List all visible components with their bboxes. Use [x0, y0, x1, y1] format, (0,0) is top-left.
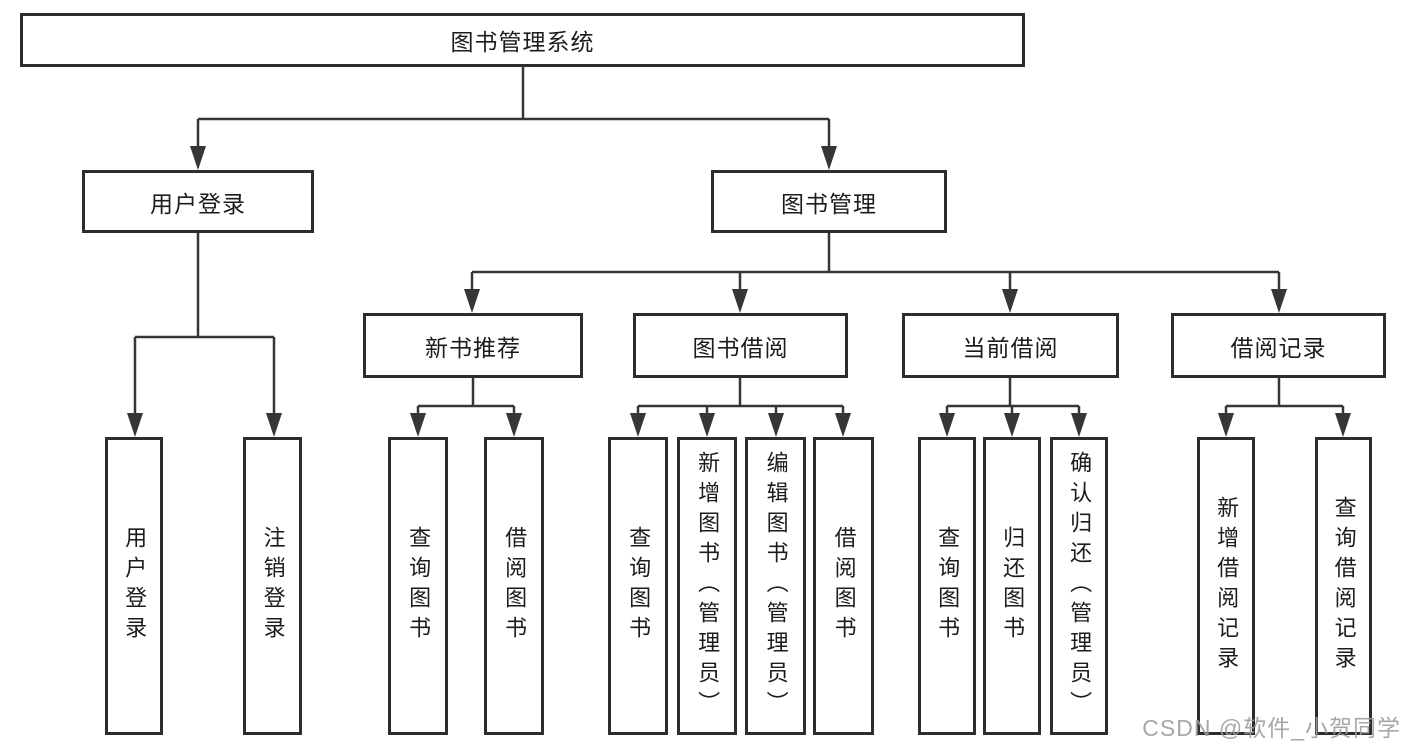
- leaf-query-books-new-book: 查询图书: [388, 437, 448, 735]
- leaf-logout-label: 注销登录: [260, 526, 286, 646]
- leaf-add-books-admin: 新增图书（管理员）: [677, 437, 737, 735]
- leaf-borrow-books-borrowing: 借阅图书: [813, 437, 874, 735]
- node-book-borrowing-label: 图书借阅: [692, 334, 789, 361]
- leaf-query-books-current-label: 查询图书: [935, 526, 961, 646]
- leaf-query-books-current: 查询图书: [918, 437, 976, 735]
- node-book-management: 图书管理: [711, 170, 947, 233]
- node-new-book-recommendation-label: 新书推荐: [425, 334, 521, 361]
- leaf-user-login: 用户登录: [105, 437, 163, 735]
- leaf-logout: 注销登录: [243, 437, 302, 735]
- leaf-add-borrowing-record: 新增借阅记录: [1197, 437, 1255, 735]
- node-borrowing-records-label: 借阅记录: [1230, 334, 1327, 361]
- leaf-edit-books-admin-label: 编辑图书（管理员）: [763, 451, 789, 721]
- node-root-system: 图书管理系统: [20, 13, 1025, 67]
- leaf-user-login-label: 用户登录: [122, 526, 148, 646]
- leaf-borrow-books-new-book-label: 借阅图书: [502, 526, 528, 646]
- node-current-borrowing: 当前借阅: [902, 313, 1119, 378]
- leaf-confirm-return-admin-label: 确认归还（管理员）: [1067, 451, 1093, 721]
- node-current-borrowing-label: 当前借阅: [962, 334, 1059, 361]
- node-borrowing-records: 借阅记录: [1171, 313, 1386, 378]
- leaf-edit-books-admin: 编辑图书（管理员）: [745, 437, 806, 735]
- leaf-add-books-admin-label: 新增图书（管理员）: [695, 451, 721, 721]
- node-root-system-label: 图书管理系统: [450, 29, 595, 55]
- leaf-query-borrowing-record: 查询借阅记录: [1315, 437, 1372, 735]
- leaf-query-books-new-book-label: 查询图书: [406, 526, 432, 646]
- leaf-query-books-borrowing: 查询图书: [608, 437, 668, 735]
- leaf-borrow-books-borrowing-label: 借阅图书: [831, 526, 857, 646]
- leaf-query-borrowing-record-label: 查询借阅记录: [1331, 496, 1357, 676]
- node-new-book-recommendation: 新书推荐: [363, 313, 583, 378]
- node-user-login-label: 用户登录: [150, 190, 246, 217]
- leaf-confirm-return-admin: 确认归还（管理员）: [1050, 437, 1108, 735]
- node-book-management-label: 图书管理: [781, 190, 877, 217]
- leaf-return-books: 归还图书: [983, 437, 1041, 735]
- node-book-borrowing: 图书借阅: [633, 313, 848, 378]
- leaf-query-books-borrowing-label: 查询图书: [626, 526, 652, 646]
- leaf-borrow-books-new-book: 借阅图书: [484, 437, 544, 735]
- leaf-return-books-label: 归还图书: [1000, 526, 1026, 646]
- csdn-watermark: CSDN @软件_小贺同学: [1142, 715, 1401, 741]
- node-user-login: 用户登录: [82, 170, 314, 233]
- leaf-add-borrowing-record-label: 新增借阅记录: [1214, 496, 1240, 676]
